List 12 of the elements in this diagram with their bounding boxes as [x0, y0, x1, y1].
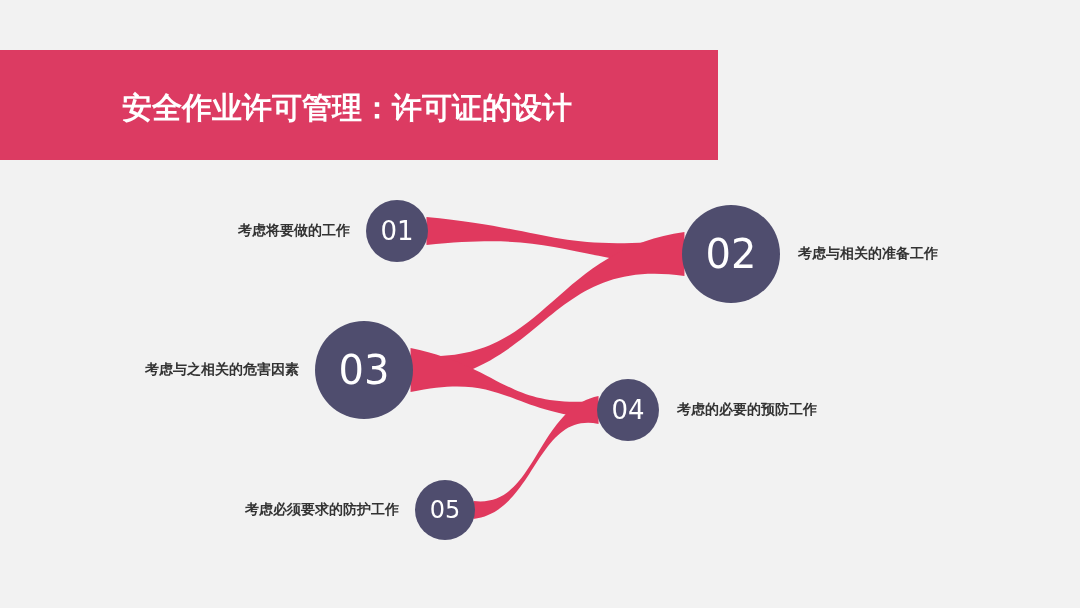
step-number: 01 [380, 216, 414, 246]
step-number: 03 [338, 347, 390, 393]
step-description: 考虑必须要求的防护工作 [245, 501, 399, 519]
step-number: 04 [611, 395, 645, 425]
step-description: 考虑与相关的准备工作 [798, 245, 938, 263]
step-number: 02 [705, 231, 757, 277]
step-description: 考虑将要做的工作 [238, 222, 350, 240]
step-description: 考虑与之相关的危害因素 [145, 361, 299, 379]
ribbon-connector [473, 396, 599, 519]
step-number: 05 [429, 496, 461, 524]
step-description: 考虑的必要的预防工作 [677, 401, 817, 419]
title: 安全作业许可管理：许可证的设计 [122, 89, 572, 127]
